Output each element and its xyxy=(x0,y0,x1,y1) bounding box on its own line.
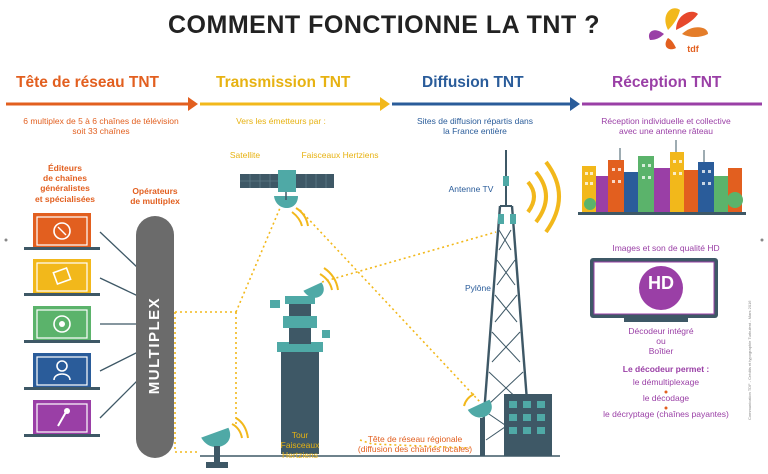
left-mark xyxy=(4,238,8,242)
editor-connectors xyxy=(99,231,139,419)
stage-label-reception: Réception TNT xyxy=(612,74,722,91)
transmission-paths xyxy=(174,207,497,453)
stage-label-transmission: Transmission TNT xyxy=(216,74,351,91)
regional-headend-building xyxy=(463,393,552,456)
city-buildings xyxy=(578,140,746,215)
right-mark xyxy=(760,238,764,242)
editor-tv-5 xyxy=(33,400,91,436)
stage-timeline xyxy=(6,97,762,111)
hd-screen-text: HD xyxy=(648,273,674,293)
hertzian-label: Faisceaux Hertziens xyxy=(301,150,379,160)
satellite xyxy=(240,170,334,227)
tdf-logo-text: tdf xyxy=(687,44,699,54)
transmission-description: Vers les émetteurs par : xyxy=(236,116,326,126)
decoder-bullets xyxy=(664,390,668,410)
pylon-label: Pylône xyxy=(465,283,491,293)
operators-label: Opérateurs de multiplex xyxy=(130,186,180,207)
editors-label: Éditeurs de chaînes généralistes et spéc… xyxy=(34,163,95,204)
stage-label-head-end: Tête de réseau TNT xyxy=(16,74,159,91)
editor-tv-4 xyxy=(33,353,91,389)
editor-tv-2 xyxy=(33,259,91,295)
tower-label: Tour Faisceaux Hertziens xyxy=(280,430,320,461)
multiplex-label: MULTIPLEX xyxy=(146,296,164,394)
broadcast-waves xyxy=(526,160,561,234)
stage-label-diffusion: Diffusion TNT xyxy=(422,74,524,91)
decoder-label: Décodeur intégré ou Boîtier xyxy=(628,326,694,357)
satellite-label: Satellite xyxy=(229,150,261,160)
decoder-allows-title: Le décodeur permet : xyxy=(622,364,710,374)
decoder-allows-item-3: le décryptage (chaînes payantes) xyxy=(603,409,729,419)
decoder-allows-item-2: le décodage xyxy=(642,393,690,403)
multiplex-bar xyxy=(136,216,174,458)
side-credit: Communication TDF - Crédits et typograph… xyxy=(747,300,752,420)
tdf-logo xyxy=(648,8,708,50)
hd-tv xyxy=(590,258,718,322)
hd-caption: Images et son de qualité HD xyxy=(612,243,720,253)
page-title: COMMENT FONCTIONNE LA TNT ? xyxy=(168,11,600,39)
head-end-description: 6 multiplex de 5 à 6 chaînes de télévisi… xyxy=(23,116,179,137)
reception-description: Réception individuelle et collective ave… xyxy=(601,116,731,137)
decoder-allows-item-1: le démultiplexage xyxy=(632,377,700,387)
antenna-tv-label: Antenne TV xyxy=(448,184,494,194)
editor-tv-1 xyxy=(33,213,91,249)
editor-tv-3 xyxy=(33,306,91,342)
regional-head-label: Tête de réseau régionale (diffusion des … xyxy=(357,434,473,455)
diffusion-description: Sites de diffusion répartis dans la Fran… xyxy=(416,116,534,137)
hertzian-tower xyxy=(270,267,339,454)
editor-icons xyxy=(24,213,100,437)
ground-dish xyxy=(201,417,249,468)
